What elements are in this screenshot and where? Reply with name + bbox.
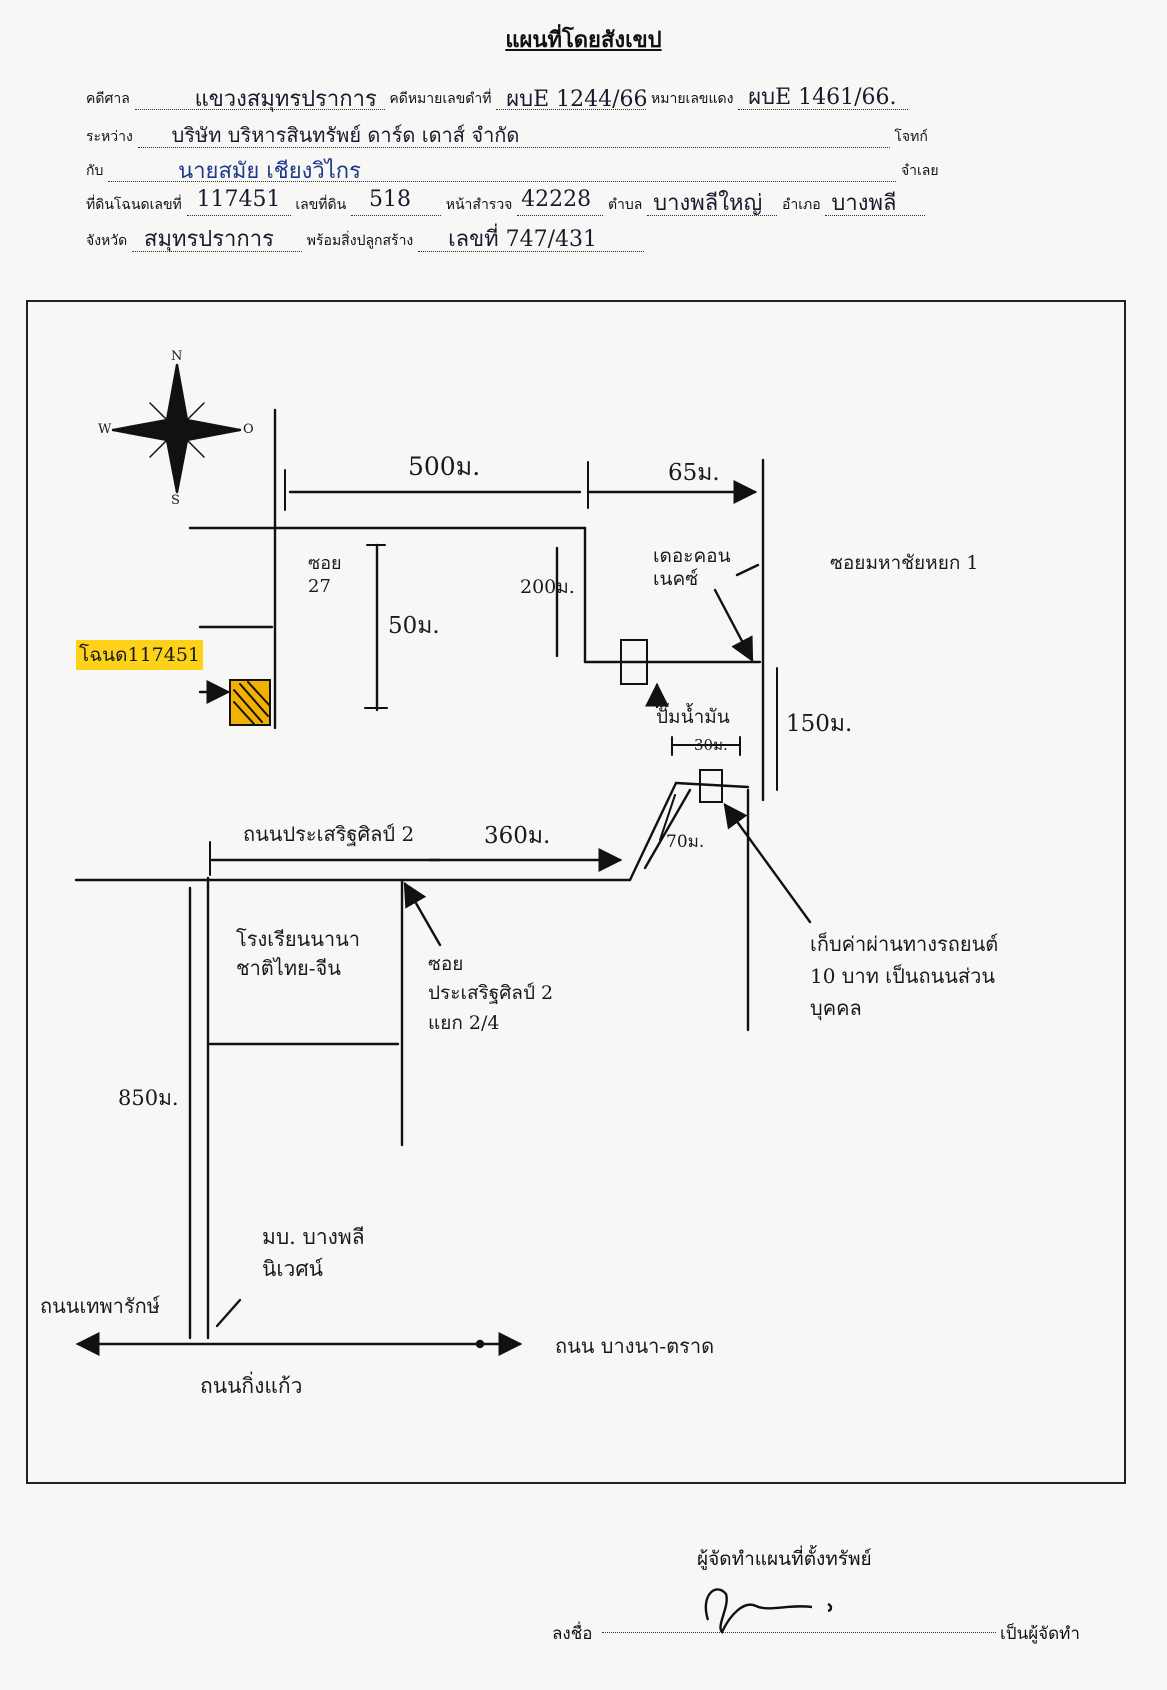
defendant-value: นายสมัย เชียงวิไกร (178, 159, 361, 184)
gas-station-label: ปั๊มน้ำมัน (656, 706, 730, 728)
tambon-label: ตำบล (607, 197, 643, 213)
compass-w: W (98, 422, 112, 437)
between-label: ระหว่าง (86, 129, 133, 145)
compass-icon (111, 363, 242, 494)
header-row-defendant: กับ นายสมัย เชียงวิไกร จำเลย (86, 159, 939, 184)
tambon-value: บางพลีใหญ่ (653, 191, 763, 216)
maker-label: เป็นผู้จัดทำ (1000, 1624, 1080, 1644)
court-value: แขวงสมุทรปราการ (194, 87, 377, 112)
building-value: เลขที่ 747/431 (448, 227, 597, 252)
thepharak-road-label: ถนนเทพารักษ์ (40, 1294, 160, 1318)
compass-s: S (171, 493, 180, 508)
prasert-road-label: ถนนประเสริฐศิลป์ 2 (243, 822, 415, 846)
page-title: แผนที่โดยสังเขป (505, 28, 662, 53)
land-no-label: เลขที่ดิน (295, 197, 347, 213)
plaintiff-label: โจทก์ (894, 129, 928, 145)
distance-200: 200ม. (520, 576, 575, 598)
bangna-road-label: ถนน บางนา-ตราด (555, 1334, 715, 1358)
gas-station-marker (620, 639, 648, 685)
compass-n: N (171, 349, 183, 364)
header-row-province: จังหวัด สมุทรปราการ พร้อมสิ่งปลูกสร้าง เ… (86, 227, 645, 252)
deed-value: 117451 (196, 187, 281, 212)
distance-150: 150ม. (786, 711, 853, 737)
survey-label: หน้าสำรวจ (445, 197, 513, 213)
distance-850: 850ม. (118, 1086, 179, 1110)
defendant-label: จำเลย (900, 163, 939, 179)
soi-prasert-label: ซอย ประเสริฐศิลป์ 2 แยก 2/4 (428, 953, 554, 1034)
survey-value: 42228 (521, 187, 592, 212)
soi-main-label: ซอยมหาชัยหยก 1 (830, 552, 979, 574)
header-row-court: คดีศาล แขวงสมุทรปราการ คดีหมายเลขดำที่ ผ… (86, 85, 909, 112)
black-case-value: ผบE 1244/66 (506, 87, 648, 112)
sign-label: ลงชื่อ (552, 1624, 593, 1644)
distance-360: 360ม. (484, 823, 551, 849)
village-label: มบ. บางพลี นิเวศน์ (262, 1225, 365, 1281)
black-case-label: คดีหมายเลขดำที่ (389, 91, 492, 107)
toll-note: เก็บค่าผ่านทางรถยนต์ 10 บาท เป็นถนนส่วน … (810, 932, 999, 1020)
court-label: คดีศาล (86, 91, 130, 107)
maker-title: ผู้จัดทำแผนที่ตั้งทรัพย์ (697, 1548, 872, 1570)
building-label: พร้อมสิ่งปลูกสร้าง (306, 233, 414, 249)
kingkaew-road-label: ถนนกิ่งแก้ว (200, 1374, 303, 1398)
province-value: สมุทรปราการ (144, 227, 274, 252)
soi-27-label: ซอย 27 (308, 553, 342, 598)
deed-plot-marker (229, 679, 271, 726)
with-label: กับ (86, 163, 104, 179)
red-case-label: หมายเลขแดง (651, 91, 734, 107)
school-label: โรงเรียนนานา ชาติไทย-จีน (236, 927, 361, 980)
province-label: จังหวัด (86, 233, 128, 249)
header-row-deed: ที่ดินโฉนดเลขที่ 117451 เลขที่ดิน 518 หน… (86, 187, 926, 216)
distance-65: 65ม. (668, 460, 720, 486)
amphoe-label: อำเภอ (781, 197, 821, 213)
header-row-plaintiff: ระหว่าง บริษัท บริหารสินทรัพย์ ดาร์ด เดา… (86, 123, 928, 148)
the-connex-label: เดอะคอน เนคซ์ (653, 545, 731, 590)
distance-70: 70ม. (666, 832, 705, 852)
distance-500: 500ม. (408, 452, 481, 481)
deed-label: ที่ดินโฉนดเลขที่ (86, 197, 182, 213)
amphoe-value: บางพลี (831, 191, 897, 216)
deed-number-label: โฉนด117451 (76, 640, 204, 670)
plaintiff-value: บริษัท บริหารสินทรัพย์ ดาร์ด เดาส์ จำกัด (171, 123, 520, 147)
red-case-value: ผบE 1461/66. (748, 85, 897, 110)
distance-30: 30ม. (694, 736, 728, 754)
map-frame (26, 300, 1126, 1484)
land-no-value: 518 (368, 187, 411, 212)
distance-50: 50ม. (388, 613, 440, 639)
compass-e: O (243, 422, 254, 437)
